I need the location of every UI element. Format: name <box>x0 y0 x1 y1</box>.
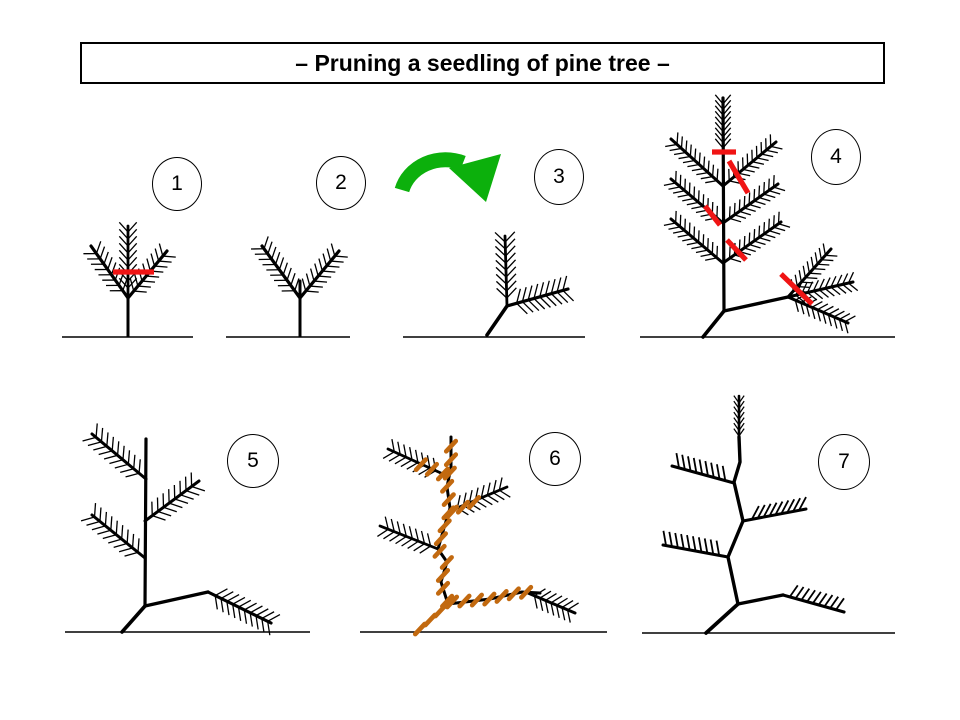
tree-step-5 <box>80 423 281 636</box>
step-badge-5: 5 <box>227 434 279 488</box>
ground-lines <box>62 336 895 634</box>
step-badge-2: 2 <box>316 156 366 210</box>
slide-title: – Pruning a seedling of pine tree – <box>295 49 670 76</box>
tree-step-4 <box>663 94 859 339</box>
tree-step-2 <box>250 236 348 338</box>
tree-step-7 <box>661 394 846 635</box>
tree-step-6 <box>377 435 579 637</box>
tree-step-1 <box>83 221 176 338</box>
step-badge-7: 7 <box>818 434 870 490</box>
tree-step-3 <box>485 231 575 337</box>
step-badge-6: 6 <box>529 432 581 486</box>
step-badge-1: 1 <box>152 157 202 211</box>
step-badge-3: 3 <box>534 149 584 205</box>
step-badge-4: 4 <box>811 129 861 185</box>
curved-arrow-icon <box>394 152 501 202</box>
training-wire-wrap <box>412 438 534 637</box>
title-box: – Pruning a seedling of pine tree – <box>80 42 885 84</box>
prune-cut-marks <box>702 149 814 306</box>
